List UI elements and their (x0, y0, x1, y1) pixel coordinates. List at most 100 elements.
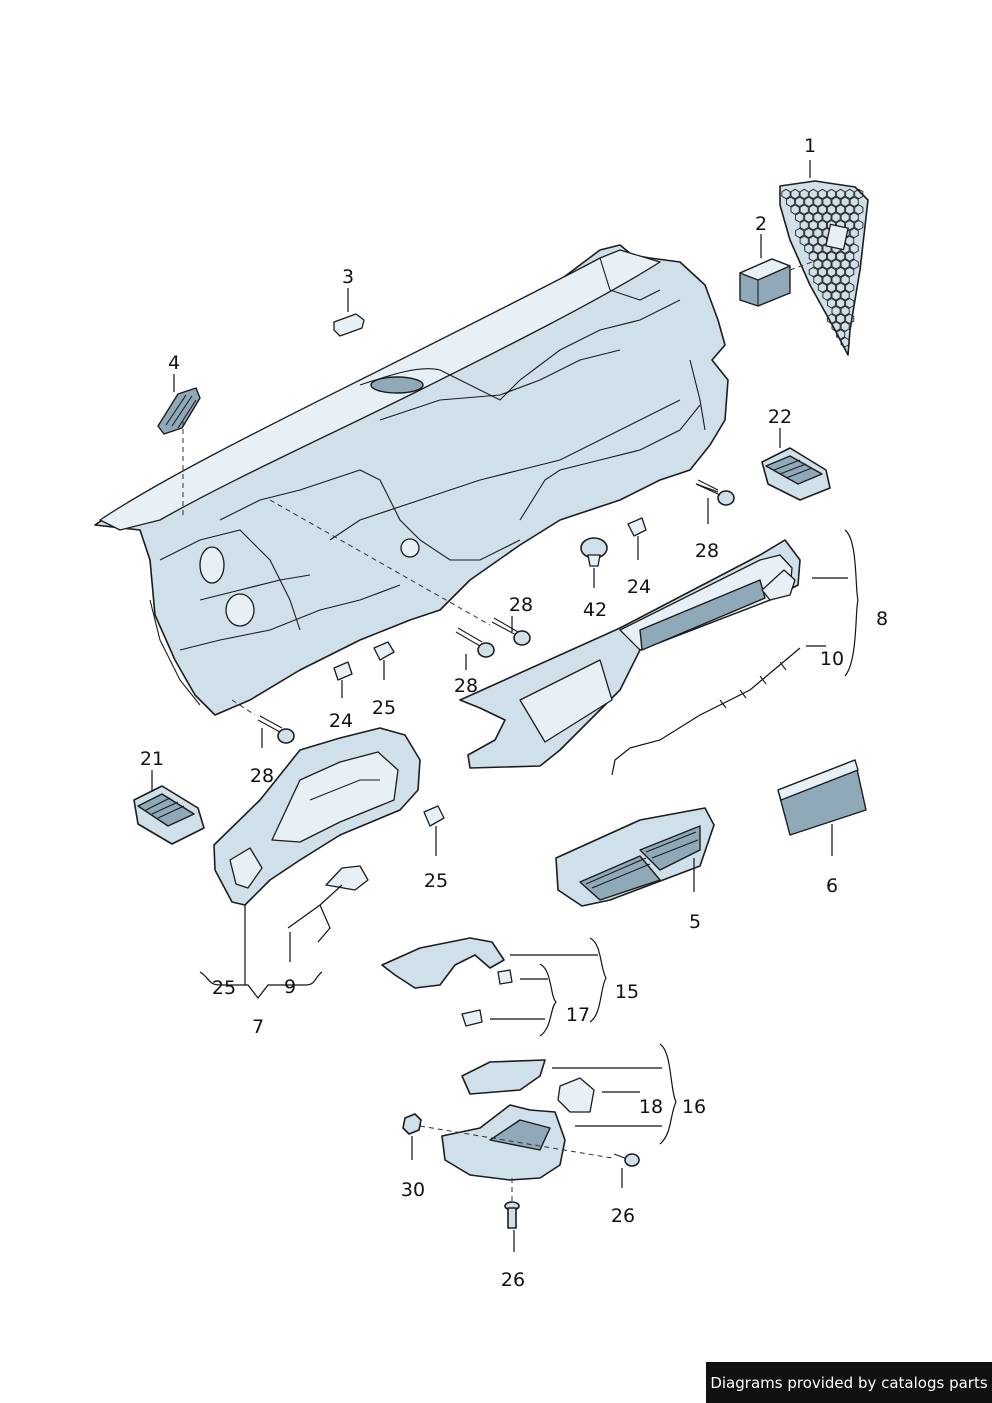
honeycomb-cell (831, 305, 841, 317)
honeycomb-cell (854, 219, 864, 231)
label-7: 7 (252, 1016, 264, 1038)
honeycomb-cell (826, 251, 837, 262)
honeycomb-cell (845, 219, 855, 231)
honeycomb-cell (799, 204, 809, 215)
honeycomb-cell (831, 212, 841, 223)
honeycomb-cell (790, 204, 800, 215)
label-2: 2 (755, 213, 767, 235)
label-15: 15 (615, 981, 639, 1003)
honeycomb-cell (804, 212, 814, 223)
honeycomb-cell (854, 188, 864, 200)
clip-part-3 (333, 313, 365, 337)
honeycomb-cell (836, 297, 846, 309)
label-24-right: 24 (627, 576, 651, 598)
honeycomb-cell (808, 251, 818, 262)
label-26-right: 26 (611, 1205, 635, 1227)
honeycomb-cell (808, 235, 818, 247)
honeycomb-cell (845, 188, 855, 200)
label-25-bottom: 25 (212, 977, 236, 999)
honeycomb-cell (817, 204, 827, 215)
honeycomb-cell (836, 204, 846, 215)
honeycomb-cell (817, 251, 827, 262)
honeycomb-cell (795, 196, 805, 208)
honeycomb-cell (849, 243, 859, 254)
honeycomb-cell (854, 204, 864, 215)
fasteners (257, 479, 735, 1229)
speaker-grille (157, 387, 201, 435)
column-shroud-15 (381, 937, 513, 1027)
label-42: 42 (583, 599, 607, 621)
honeycomb-cell (849, 212, 859, 223)
honeycomb-cell (845, 266, 855, 278)
honeycomb-cell (831, 196, 841, 208)
label-28-left: 28 (454, 675, 478, 697)
honeycomb-cell (822, 212, 832, 223)
honeycomb-cell (836, 329, 846, 340)
honeycomb-cell (845, 282, 855, 293)
honeycomb-cell (840, 212, 850, 223)
honeycomb-cell (831, 274, 841, 286)
honeycomb-cell (845, 204, 855, 215)
honeycomb-cell (813, 274, 823, 286)
honeycomb-cell (795, 227, 805, 239)
honeycomb-cell (840, 274, 850, 286)
honeycomb-cell (808, 204, 818, 215)
honeycomb-cell (836, 266, 846, 278)
honeycomb-cell (808, 266, 818, 278)
honeycomb-cell (822, 196, 832, 208)
honeycomb-cell (836, 282, 846, 293)
label-28-right: 28 (695, 540, 719, 562)
honeycomb-cell (790, 188, 800, 200)
honeycomb-cell (840, 336, 850, 348)
part-number-labels: 1 2 3 4 22 28 24 42 28 8 10 28 25 24 28 … (140, 135, 888, 1291)
honeycomb-cell (831, 258, 841, 270)
side-cover-honeycomb (779, 180, 869, 356)
air-vent-22 (761, 447, 831, 501)
label-24-left: 24 (329, 710, 353, 732)
honeycomb-cell (826, 282, 837, 293)
honeycomb-cell (845, 297, 855, 309)
honeycomb-cell (808, 188, 818, 200)
label-28-center: 28 (509, 594, 533, 616)
honeycomb-cell (813, 227, 823, 239)
label-10: 10 (820, 648, 844, 670)
honeycomb-cell (836, 251, 846, 262)
label-4: 4 (168, 352, 180, 374)
honeycomb-cell (822, 258, 832, 270)
label-22: 22 (768, 406, 792, 428)
attribution-banner: Diagrams provided by catalogs parts (706, 1362, 992, 1403)
label-28-bottom: 28 (250, 765, 274, 787)
lower-shroud-16 (441, 1059, 595, 1181)
honeycomb-cell (808, 219, 818, 231)
honeycomb-cell (817, 266, 827, 278)
label-18: 18 (639, 1096, 663, 1118)
honeycomb-cell (836, 313, 846, 325)
honeycomb-cell (845, 313, 855, 325)
label-8: 8 (876, 608, 888, 630)
honeycomb-cell (831, 290, 841, 301)
wire-harness-10 (611, 647, 801, 776)
air-vent-21 (133, 785, 205, 845)
honeycomb-cell (822, 290, 832, 301)
honeycomb-cell (826, 297, 837, 309)
honeycomb-cell (831, 321, 841, 332)
label-17: 17 (566, 1004, 590, 1026)
assembly-dash-lines (182, 261, 813, 1204)
honeycomb-cell (804, 196, 814, 208)
switch-block (739, 258, 791, 307)
honeycomb-cell (786, 196, 796, 208)
honeycomb-cell (813, 243, 823, 254)
honeycomb-cell (817, 235, 827, 247)
label-1: 1 (804, 135, 816, 157)
honeycomb-cell (795, 212, 805, 223)
honeycomb-cell (817, 188, 827, 200)
honeycomb-cell (822, 274, 832, 286)
label-26-bottom: 26 (501, 1269, 525, 1291)
honeycomb-cell (826, 266, 837, 278)
center-air-vent-5 (555, 807, 715, 907)
label-3: 3 (342, 266, 354, 288)
label-9: 9 (284, 976, 296, 998)
honeycomb-cell (845, 251, 855, 262)
label-5: 5 (689, 911, 701, 933)
